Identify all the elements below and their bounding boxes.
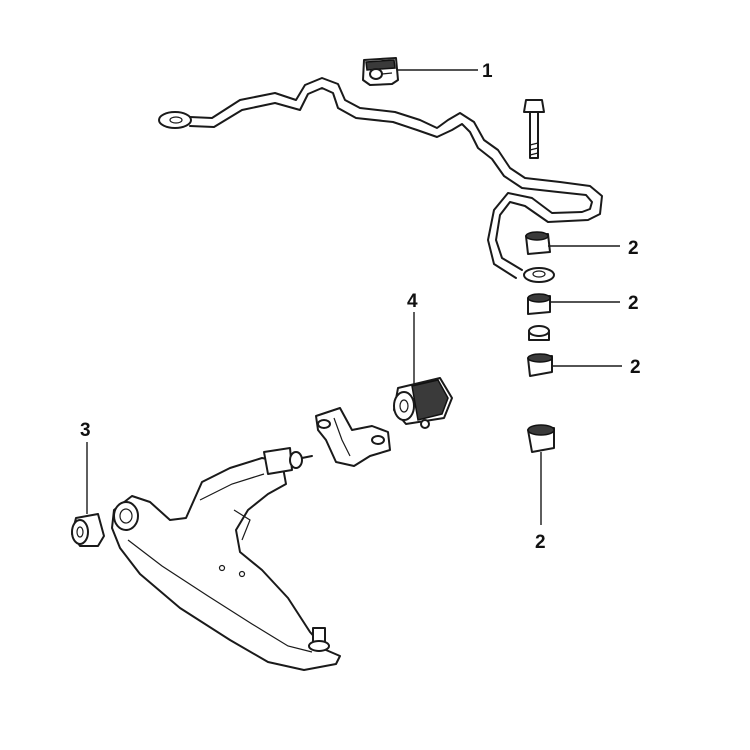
mounting-bracket bbox=[315, 407, 391, 467]
callout-2-bottom: 2 bbox=[535, 532, 546, 553]
callout-4: 4 bbox=[407, 291, 418, 312]
bushing-part-3 bbox=[71, 513, 105, 547]
bushing-part-1 bbox=[362, 57, 399, 86]
bushing-part-2-bottom bbox=[527, 424, 555, 453]
bushing-part-4 bbox=[393, 377, 453, 429]
bushing-part-2-lower bbox=[527, 353, 553, 377]
callout-2-middle: 2 bbox=[628, 293, 639, 314]
callout-1: 1 bbox=[482, 61, 493, 82]
bushing-part-2-middle bbox=[527, 293, 551, 341]
callout-2-lower: 2 bbox=[630, 357, 641, 378]
callout-2-top: 2 bbox=[628, 238, 639, 259]
bushing-part-2-top bbox=[523, 231, 555, 283]
lower-control-arm bbox=[111, 447, 341, 671]
bolt bbox=[523, 99, 545, 159]
leader-lines bbox=[86, 69, 622, 525]
callout-3: 3 bbox=[80, 420, 91, 441]
stabilizer-bar bbox=[158, 77, 603, 279]
